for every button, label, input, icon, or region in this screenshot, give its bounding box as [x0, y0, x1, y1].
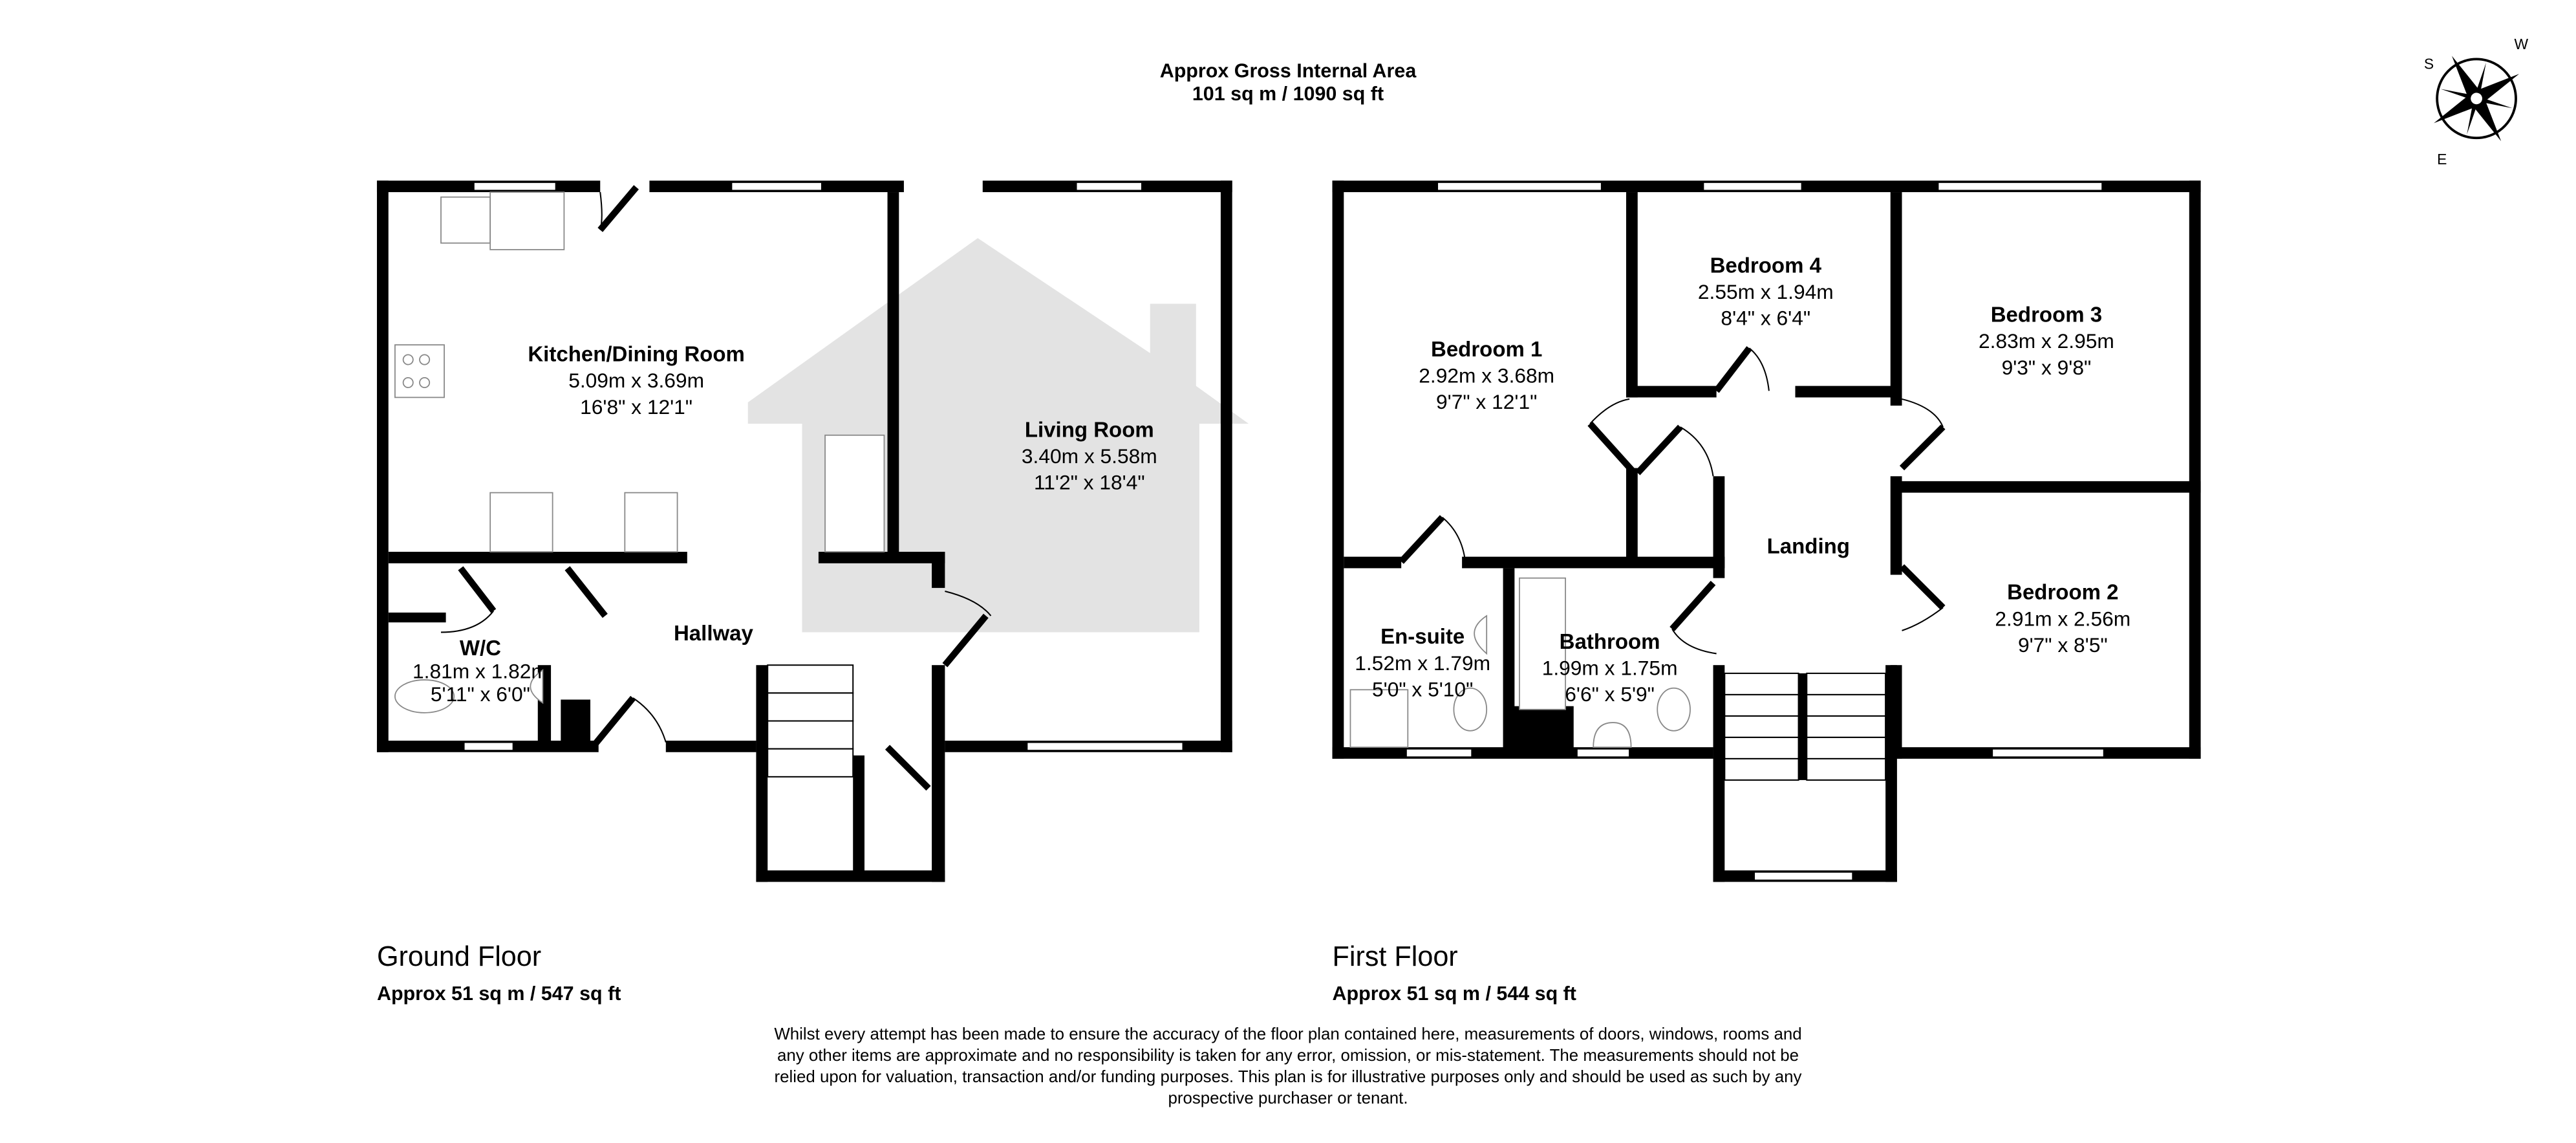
- bathroom-title: Bathroom: [1560, 629, 1660, 653]
- kitchen-dining-title: Kitchen/Dining Room: [528, 342, 744, 366]
- living-room-title: Living Room: [1025, 417, 1154, 441]
- bedroom-3-imperial: 9'3" x 9'8": [2002, 356, 2092, 379]
- ground-floor-label: Ground Floor: [377, 941, 541, 972]
- first-floor-area: Approx 51 sq m / 544 sq ft: [1333, 983, 1576, 1005]
- first-floor-label: First Floor: [1333, 941, 1458, 972]
- bedroom-1-title: Bedroom 1: [1431, 337, 1542, 361]
- ground-stairs: [767, 664, 854, 778]
- bedroom-4-imperial: 8'4" x 6'4": [1721, 307, 1810, 330]
- bedroom-1-metric: 2.92m x 3.68m: [1419, 364, 1554, 387]
- compass-letter-s: S: [2424, 56, 2434, 72]
- disclaimer: Whilst every attempt has been made to en…: [774, 1025, 1801, 1107]
- first-floor-stairs: [1724, 672, 1887, 781]
- ground-floor-plan: Kitchen/Dining Room 5.09m x 3.69m 16'8" …: [376, 180, 1232, 882]
- bathroom-imperial: 6'6" x 5'9": [1565, 682, 1655, 706]
- wc-imperial: 5'11" x 6'0": [431, 682, 530, 706]
- bedroom-1-imperial: 9'7" x 12'1": [1436, 390, 1537, 413]
- en-suite-title: En-suite: [1380, 624, 1465, 648]
- disclaimer-line: Whilst every attempt has been made to en…: [774, 1025, 1801, 1043]
- kitchen-dining-metric: 5.09m x 3.69m: [568, 369, 704, 392]
- compass-letter-e: E: [2437, 151, 2447, 168]
- bedroom-4-metric: 2.55m x 1.94m: [1698, 280, 1834, 303]
- disclaimer-line: any other items are approximate and no r…: [777, 1047, 1799, 1065]
- wc-metric: 1.81m x 1.82m: [413, 660, 548, 683]
- watermark-house: [747, 238, 1249, 633]
- en-suite-imperial: 5'0" x 5'10": [1372, 677, 1473, 701]
- door: [597, 185, 639, 232]
- first-floor-plan: Bedroom 1 2.92m x 3.68m 9'7" x 12'1" Bed…: [1332, 180, 2201, 882]
- bedroom-4-title: Bedroom 4: [1710, 253, 1822, 277]
- landing-title: Landing: [1767, 534, 1850, 558]
- hallway-title: Hallway: [674, 621, 754, 645]
- bedroom-3-title: Bedroom 3: [1991, 303, 2102, 327]
- compass-icon: [2434, 56, 2520, 142]
- gross-area-value: 101 sq m / 1090 sq ft: [1192, 83, 1384, 105]
- ground-floor-area: Approx 51 sq m / 547 sq ft: [377, 983, 621, 1005]
- wc-title: W/C: [460, 636, 501, 660]
- bedroom-2-metric: 2.91m x 2.56m: [1995, 607, 2131, 630]
- living-room-imperial: 11'2" x 18'4": [1034, 471, 1145, 494]
- compass-letter-w: W: [2514, 36, 2528, 52]
- gross-area-title: Approx Gross Internal Area: [1160, 60, 1417, 82]
- living-room-metric: 3.40m x 5.58m: [1022, 444, 1157, 468]
- bedroom-2-imperial: 9'7" x 8'5": [2018, 633, 2108, 657]
- en-suite-metric: 1.52m x 1.79m: [1355, 651, 1490, 675]
- kitchen-dining-imperial: 16'8" x 12'1": [580, 395, 692, 419]
- disclaimer-line: prospective purchaser or tenant.: [1168, 1089, 1408, 1107]
- bedroom-2-title: Bedroom 2: [2007, 580, 2118, 604]
- bedroom-3-metric: 2.83m x 2.95m: [1979, 329, 2114, 353]
- bathroom-metric: 1.99m x 1.75m: [1542, 656, 1678, 679]
- disclaimer-line: relied upon for valuation, transaction a…: [775, 1068, 1802, 1086]
- watermark-logo: [747, 238, 1249, 633]
